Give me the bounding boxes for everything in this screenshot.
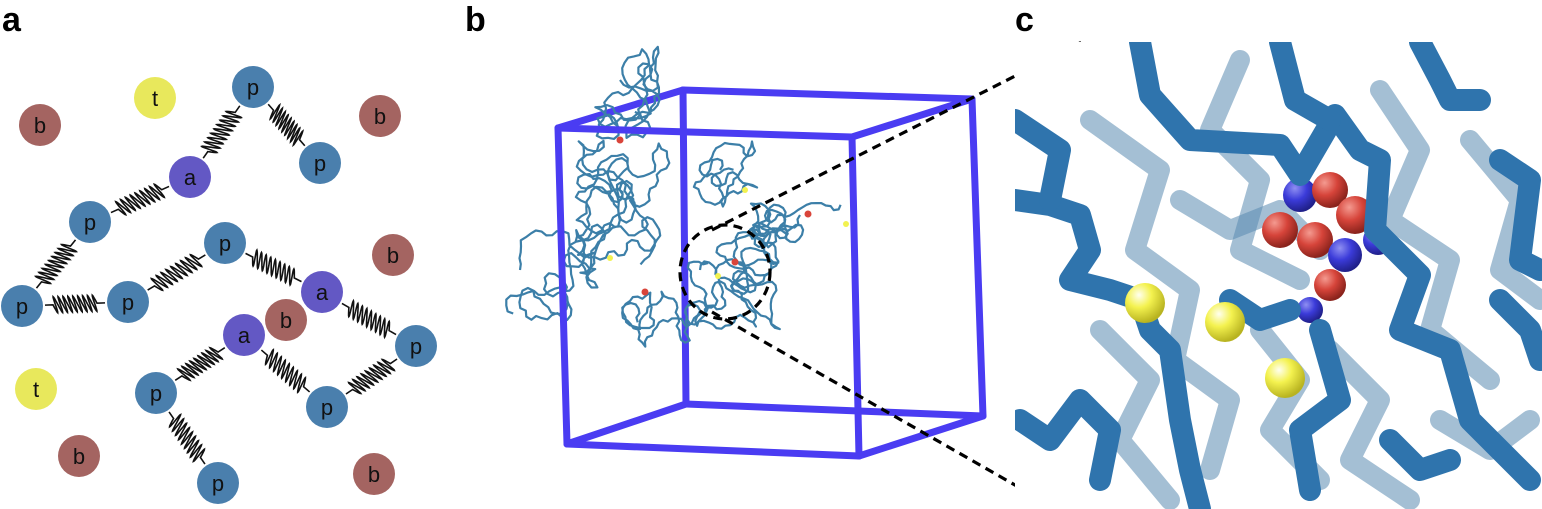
bead-p: p	[395, 325, 437, 367]
oxygen-atom	[616, 136, 624, 144]
cube-front-edges	[554, 124, 863, 460]
bead-p: p	[306, 386, 348, 428]
bead-p: p	[204, 222, 246, 264]
bead-label: p	[314, 151, 326, 176]
sulfur-beads	[1125, 283, 1305, 398]
background-backbone	[1080, 50, 1542, 509]
cube-back-edges	[679, 86, 987, 420]
spring-bond	[110, 182, 170, 217]
bead-label: a	[316, 280, 329, 305]
bead-b: b	[58, 435, 100, 477]
spring-bonds	[33, 102, 398, 465]
bead-t: t	[134, 77, 176, 119]
bead-b: b	[19, 104, 61, 146]
spring-bond	[345, 358, 398, 395]
polymer-chain	[505, 45, 849, 348]
bead-label: t	[33, 377, 39, 402]
bead-b: b	[359, 95, 401, 137]
oxygen-atom	[804, 210, 812, 218]
bead-label: p	[212, 471, 224, 496]
bead-label: p	[321, 395, 333, 420]
bead-a: a	[223, 314, 265, 356]
bead-label: a	[184, 165, 197, 190]
sulfur-atom	[715, 273, 721, 279]
sulfur-atom	[742, 187, 748, 193]
sulfur-atom	[607, 255, 613, 261]
oxygen-atom	[641, 288, 649, 296]
spring-bond	[44, 293, 106, 315]
bead-label: p	[150, 381, 162, 406]
spring-bond	[245, 248, 302, 287]
bead-label: p	[122, 290, 134, 315]
panel-b-letter: b	[465, 1, 486, 39]
oxygen-atom	[731, 258, 739, 266]
bead-label: a	[238, 323, 251, 348]
panel-c-letter: c	[1015, 1, 1034, 39]
bead-p: p	[107, 281, 149, 323]
bead-label: b	[34, 113, 46, 138]
spring-bond	[33, 239, 79, 289]
spring-bond	[147, 253, 206, 292]
bead-p: p	[197, 462, 239, 504]
bead-a: a	[301, 271, 343, 313]
spring-bond	[267, 102, 306, 148]
bead-b: b	[372, 234, 414, 276]
bead-p: p	[232, 66, 274, 108]
panel-c-zoom-view	[1015, 42, 1542, 509]
spring-bond	[200, 105, 243, 159]
foreground-backbone	[1015, 42, 1542, 509]
polymer-segment	[505, 229, 599, 322]
sulfur-atom	[843, 221, 849, 227]
zoom-region-circle	[678, 223, 772, 321]
bead-label: p	[410, 334, 422, 359]
spring-bond	[168, 411, 206, 465]
bead-p: p	[135, 372, 177, 414]
bead-label: b	[73, 444, 85, 469]
bead-label: p	[16, 294, 28, 319]
bead-t: t	[15, 368, 57, 410]
bead-label: p	[219, 231, 231, 256]
bead-label: b	[387, 243, 399, 268]
panel-b-simulation-box	[505, 40, 1083, 507]
spring-bond	[260, 348, 311, 394]
bead-p: p	[299, 142, 341, 184]
bead-label: b	[374, 104, 386, 129]
bead-label: b	[280, 308, 292, 333]
bead-b: b	[265, 299, 307, 341]
zoom-connector-bottom	[711, 310, 1051, 507]
bead-label: p	[84, 210, 96, 235]
bead-a: a	[169, 156, 211, 198]
polymer-segment	[749, 202, 842, 250]
spring-bond	[341, 298, 397, 340]
polymer-segment	[574, 139, 671, 275]
ligand-atom-cluster	[1262, 172, 1393, 323]
bead-p: p	[69, 201, 111, 243]
bead-label: p	[247, 75, 259, 100]
bead-label: t	[152, 86, 158, 111]
polymer-segment	[594, 45, 661, 140]
panel-a-letter: a	[2, 1, 22, 39]
polymer-segment	[692, 140, 759, 208]
spring-bond	[174, 346, 226, 382]
bead-label: b	[368, 462, 380, 487]
bead-b: b	[353, 453, 395, 495]
polymer-segment	[683, 224, 781, 331]
bead-p: p	[1, 285, 43, 327]
cube-connector-edges	[554, 86, 987, 460]
polymer-segment	[621, 290, 691, 348]
